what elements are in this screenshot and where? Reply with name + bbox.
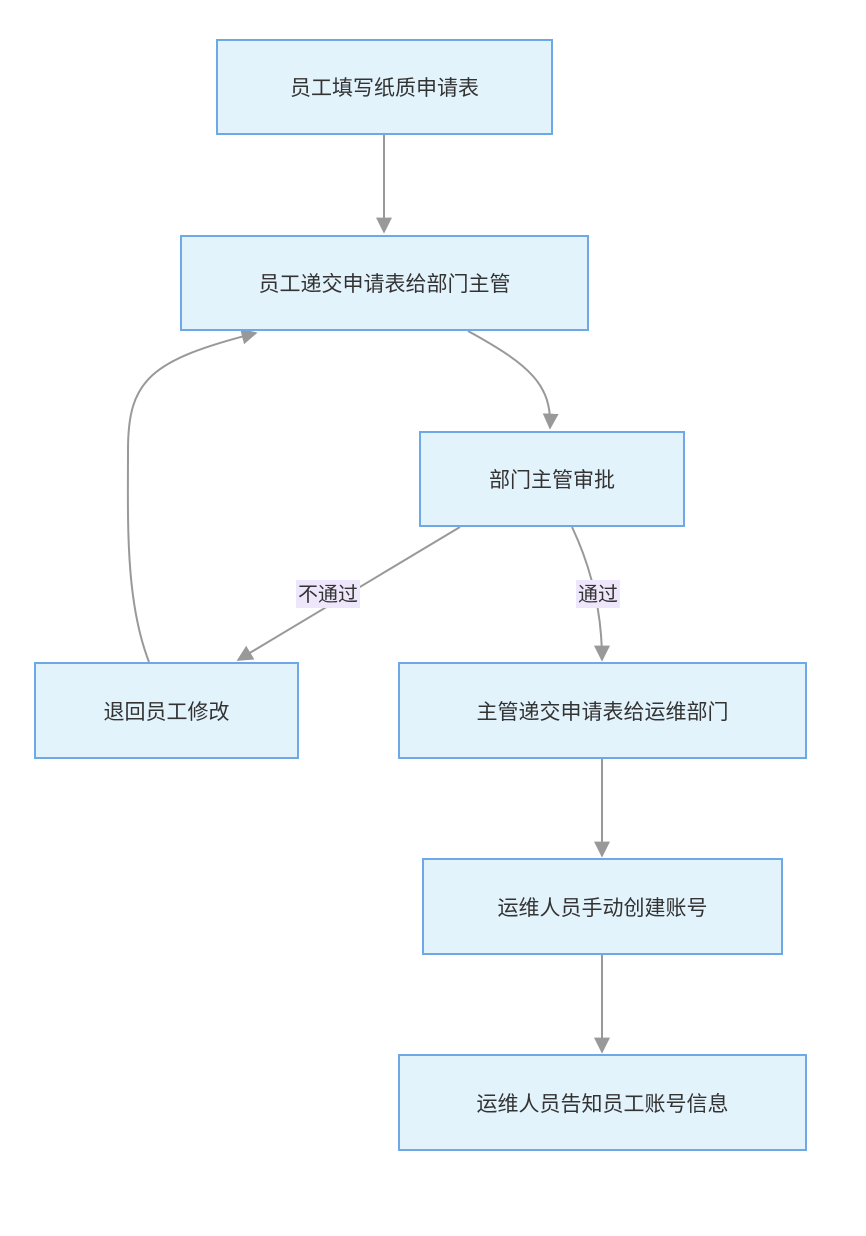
node-submit-to-manager: 员工递交申请表给部门主管 — [180, 235, 589, 331]
node-fill-form: 员工填写纸质申请表 — [216, 39, 553, 135]
node-return-to-employee: 退回员工修改 — [34, 662, 299, 759]
edge-return-to-submit — [126, 328, 258, 663]
node-return-to-employee-label: 退回员工修改 — [103, 699, 230, 724]
node-manager-submit-to-ops-label: 主管递交申请表给运维部门 — [476, 699, 729, 724]
edge-label-reject: 不通过 — [296, 580, 360, 608]
edge-submit-to-approval — [467, 330, 559, 430]
node-manager-submit-to-ops: 主管递交申请表给运维部门 — [398, 662, 807, 759]
node-manager-approval: 部门主管审批 — [419, 431, 685, 527]
node-submit-to-manager-label: 员工递交申请表给部门主管 — [258, 272, 511, 296]
node-ops-create-account-label: 运维人员手动创建账号 — [497, 895, 708, 920]
node-ops-notify-employee-label: 运维人员告知员工账号信息 — [476, 1091, 729, 1116]
node-ops-create-account: 运维人员手动创建账号 — [422, 858, 783, 955]
node-manager-approval-label: 部门主管审批 — [489, 468, 615, 492]
edge-label-approve: 通过 — [576, 580, 620, 608]
node-fill-form-label: 员工填写纸质申请表 — [290, 76, 479, 100]
node-ops-notify-employee: 运维人员告知员工账号信息 — [398, 1054, 807, 1151]
